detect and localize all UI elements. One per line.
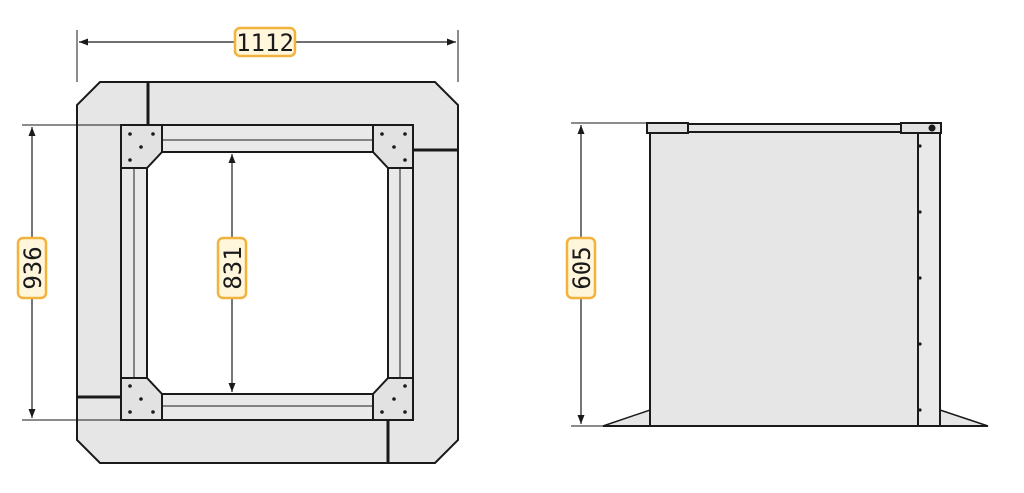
post-bolt (918, 144, 922, 148)
post-bolt (918, 342, 922, 346)
top-view: 1112 936 831 (16, 26, 459, 464)
side-view: 605 (565, 122, 989, 427)
side-view-base-left (602, 408, 651, 427)
dim-label-inner: 831 (216, 236, 248, 300)
dim-label-height: 936 (16, 236, 48, 300)
top-view-inner-opening (146, 151, 389, 395)
side-view-rail-block-right (900, 122, 942, 134)
post-bolt (918, 408, 922, 412)
corner-plate-top-left (120, 124, 163, 169)
dim-text-inner: 831 (219, 246, 247, 289)
dim-text-width: 1112 (236, 29, 294, 57)
post-bolt (918, 210, 922, 214)
side-view-top-bolt (928, 124, 936, 132)
corner-plate-top-right (372, 124, 414, 169)
dim-text-side-height: 605 (568, 246, 596, 289)
side-view-body (649, 130, 919, 427)
corner-plate-bottom-right (372, 377, 414, 421)
side-view-base-right (939, 408, 989, 427)
dim-label-width: 1112 (233, 26, 297, 58)
side-view-top-rail (646, 123, 942, 133)
dim-label-side-height: 605 (565, 236, 597, 300)
post-bolt (918, 276, 922, 280)
corner-plate-bottom-left (120, 377, 163, 421)
side-view-rail-block-left (646, 122, 689, 134)
dim-text-height: 936 (19, 246, 47, 289)
